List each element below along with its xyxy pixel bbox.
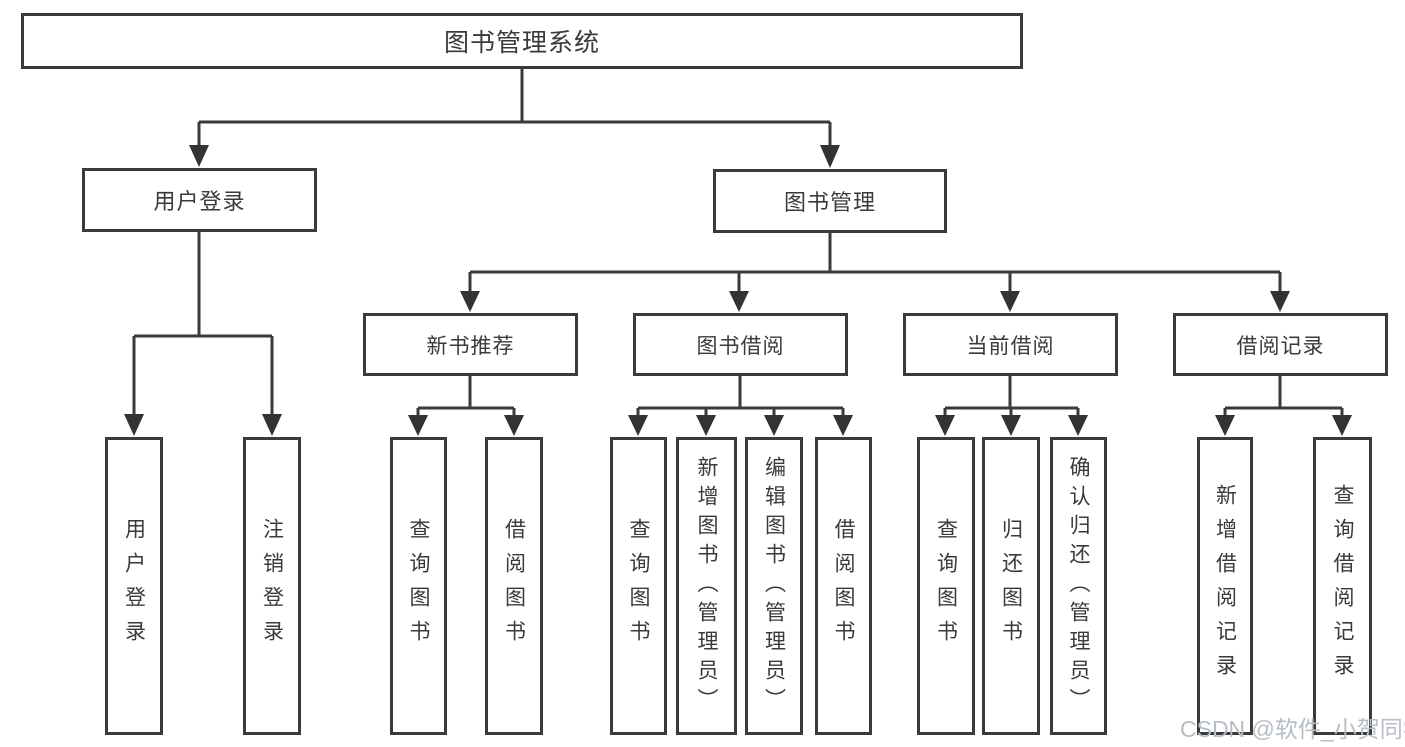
node-label: 借阅记录 — [1236, 334, 1325, 358]
node-label: 图书借阅 — [696, 334, 785, 358]
leaf-search-borrow-record: 查询借阅记录 — [1313, 437, 1372, 735]
leaf-return-books: 归还图书 — [982, 437, 1040, 735]
node-label: 确认归还（管理员） — [1067, 455, 1090, 717]
node-borrowing-records: 借阅记录 — [1173, 313, 1388, 376]
leaf-edit-books-admin: 编辑图书（管理员） — [745, 437, 803, 735]
node-label: 归还图书 — [999, 518, 1023, 654]
node-label: 借阅图书 — [502, 518, 526, 654]
node-label: 当前借阅 — [966, 334, 1055, 358]
node-label: 新增借阅记录 — [1213, 484, 1237, 688]
leaf-user-login: 用户登录 — [105, 437, 163, 735]
node-label: 查询图书 — [934, 518, 958, 654]
node-label: 图书管理 — [783, 190, 876, 215]
leaf-add-books-admin: 新增图书（管理员） — [676, 437, 737, 735]
node-user-login: 用户登录 — [82, 168, 317, 232]
node-label: 查询图书 — [627, 518, 650, 654]
node-library-management-system: 图书管理系统 — [21, 13, 1023, 69]
leaf-borrow-books: 借阅图书 — [815, 437, 872, 735]
node-label: 新增图书（管理员） — [695, 455, 718, 717]
node-label: 图书管理系统 — [443, 29, 600, 57]
leaf-borrow-books-recommend: 借阅图书 — [485, 437, 543, 735]
leaf-add-borrow-record: 新增借阅记录 — [1197, 437, 1253, 735]
csdn-watermark: CSDN @软件_小贺同学 — [1180, 716, 1405, 742]
node-label: 查询借阅记录 — [1331, 484, 1354, 688]
node-book-management: 图书管理 — [713, 169, 947, 233]
leaf-search-books-current: 查询图书 — [917, 437, 975, 735]
node-label: 注销登录 — [260, 518, 284, 654]
node-label: 借阅图书 — [832, 518, 855, 654]
node-label: 用户登录 — [122, 518, 146, 654]
leaf-search-books-recommend: 查询图书 — [390, 437, 447, 735]
leaf-confirm-return-admin: 确认归还（管理员） — [1050, 437, 1107, 735]
node-label: 新书推荐 — [426, 334, 515, 358]
leaf-search-books-borrowing: 查询图书 — [610, 437, 667, 735]
node-new-book-recommendation: 新书推荐 — [363, 313, 578, 376]
node-label: 查询图书 — [407, 518, 430, 654]
node-current-borrowing: 当前借阅 — [903, 313, 1118, 376]
leaf-logout: 注销登录 — [243, 437, 301, 735]
node-label: 编辑图书（管理员） — [762, 455, 786, 717]
node-label: 用户登录 — [153, 189, 246, 214]
node-book-borrowing: 图书借阅 — [633, 313, 848, 376]
